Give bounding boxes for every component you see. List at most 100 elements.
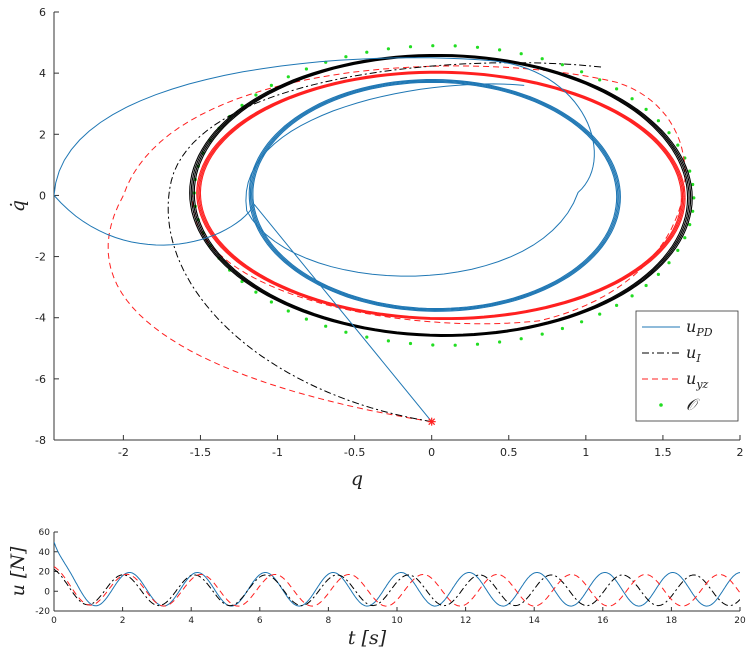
orbit-marker (580, 70, 584, 74)
orbit-marker (519, 337, 523, 341)
orbit-marker (630, 294, 634, 298)
orbit-marker (519, 52, 523, 56)
x-tick-label: -1 (272, 446, 283, 459)
orbit-marker (644, 283, 648, 288)
series-u-i-limit-cycle (192, 55, 690, 336)
y-tick-label: 0 (39, 189, 46, 202)
plot2-curves (54, 541, 740, 607)
series-u-yz-transient (107, 65, 686, 423)
orbit-marker (667, 131, 671, 135)
orbit-marker (691, 209, 695, 213)
orbit-marker (408, 45, 413, 49)
x-tick-label: 0 (51, 616, 57, 626)
plot1-curves (54, 44, 696, 423)
y-tick-label: 4 (39, 67, 46, 80)
series-u-yz-limit-cycle (197, 71, 685, 320)
orbit-marker (667, 261, 671, 265)
orbit-marker (365, 335, 369, 339)
y-tick-label: -8 (35, 434, 46, 447)
orbit-marker (560, 63, 565, 67)
y-tick-label: 60 (39, 528, 51, 538)
x-tick-label: 1.5 (654, 446, 672, 459)
series-u-i-limit-cycle (190, 54, 692, 337)
x-tick-label: 10 (391, 616, 403, 626)
orbit-marker (344, 55, 348, 59)
orbit-marker (676, 248, 680, 252)
x-tick-label: 18 (666, 616, 678, 626)
orbit-marker (691, 182, 695, 187)
orbit-marker (269, 83, 273, 87)
x-tick-label: 14 (528, 616, 540, 626)
orbit-marker (431, 343, 435, 347)
x-tick-label: 6 (257, 616, 263, 626)
orbit-marker (498, 48, 502, 52)
legend-label-subscript: PD (695, 326, 712, 339)
legend-box (635, 310, 739, 422)
x-axis-label: t [s] (348, 627, 387, 649)
orbit-marker (431, 44, 435, 48)
orbit-marker (683, 236, 687, 240)
orbit-marker (692, 196, 696, 200)
legend-label-subscript: I (695, 352, 701, 365)
orbit-marker (286, 75, 290, 79)
orbit-marker (344, 330, 348, 334)
orbit-marker (676, 143, 680, 147)
orbit-marker (688, 223, 692, 227)
orbit-marker (386, 47, 390, 51)
series-u-yz-limit-cycle (199, 72, 682, 319)
y-tick-label: -20 (35, 607, 50, 617)
x-tick-label: 16 (597, 616, 609, 626)
orbit-marker (304, 317, 308, 321)
series-u-pd-limit-cycle (248, 79, 621, 312)
orbit-marker (386, 339, 390, 343)
x-tick-label: 4 (188, 616, 194, 626)
orbit-marker (475, 45, 480, 49)
orbit-marker (254, 290, 258, 294)
y-tick-label: 40 (39, 548, 51, 558)
orbit-marker (688, 169, 692, 173)
x-tick-label: 2 (737, 446, 744, 459)
series-u-i-transient (167, 62, 602, 423)
orbit-marker (304, 67, 308, 71)
series-u-pd-signal (54, 541, 740, 607)
orbit-marker (580, 320, 584, 324)
orbit-marker (598, 78, 602, 82)
orbit-marker (540, 57, 544, 61)
orbit-marker (644, 107, 648, 111)
series-u-i-limit-cycle (193, 55, 689, 336)
x-tick-label: -1.5 (190, 446, 211, 459)
orbit-marker (286, 309, 290, 313)
x-axis-label: q (351, 468, 363, 490)
y-axis-label: q̇ (7, 200, 29, 212)
y-tick-label: -6 (35, 373, 46, 386)
orbit-marker (560, 326, 565, 331)
x-tick-label: 12 (460, 616, 471, 626)
series-u-pd-limit-cycle (251, 80, 619, 311)
orbit-marker (630, 97, 634, 101)
orbit-marker (269, 300, 273, 304)
orbit-marker (324, 324, 328, 328)
series-u-yz-signal (54, 566, 740, 607)
y-axis-label: u [N] (7, 546, 29, 596)
x-tick-label: -2 (118, 446, 129, 459)
orbit-marker (656, 272, 661, 276)
y-tick-label: 2 (39, 128, 46, 141)
x-tick-label: 0.5 (500, 446, 518, 459)
series-u-i-signal (54, 568, 740, 607)
orbit-marker (498, 340, 502, 344)
start-point-marker (427, 417, 436, 426)
y-tick-label: -4 (35, 312, 46, 325)
legend-swatch-orbit (659, 403, 663, 407)
x-tick-label: 8 (326, 616, 332, 626)
start-point-stroke (428, 418, 436, 426)
x-tick-label: -0.5 (344, 446, 365, 459)
legend-label-subscript: yz (695, 378, 708, 391)
orbit-marker (615, 87, 619, 91)
series-u-yz-limit-cycle (198, 71, 684, 319)
series-u-yz-limit-cycle (196, 70, 686, 321)
orbit-marker (365, 50, 369, 54)
orbit-marker (598, 312, 602, 316)
